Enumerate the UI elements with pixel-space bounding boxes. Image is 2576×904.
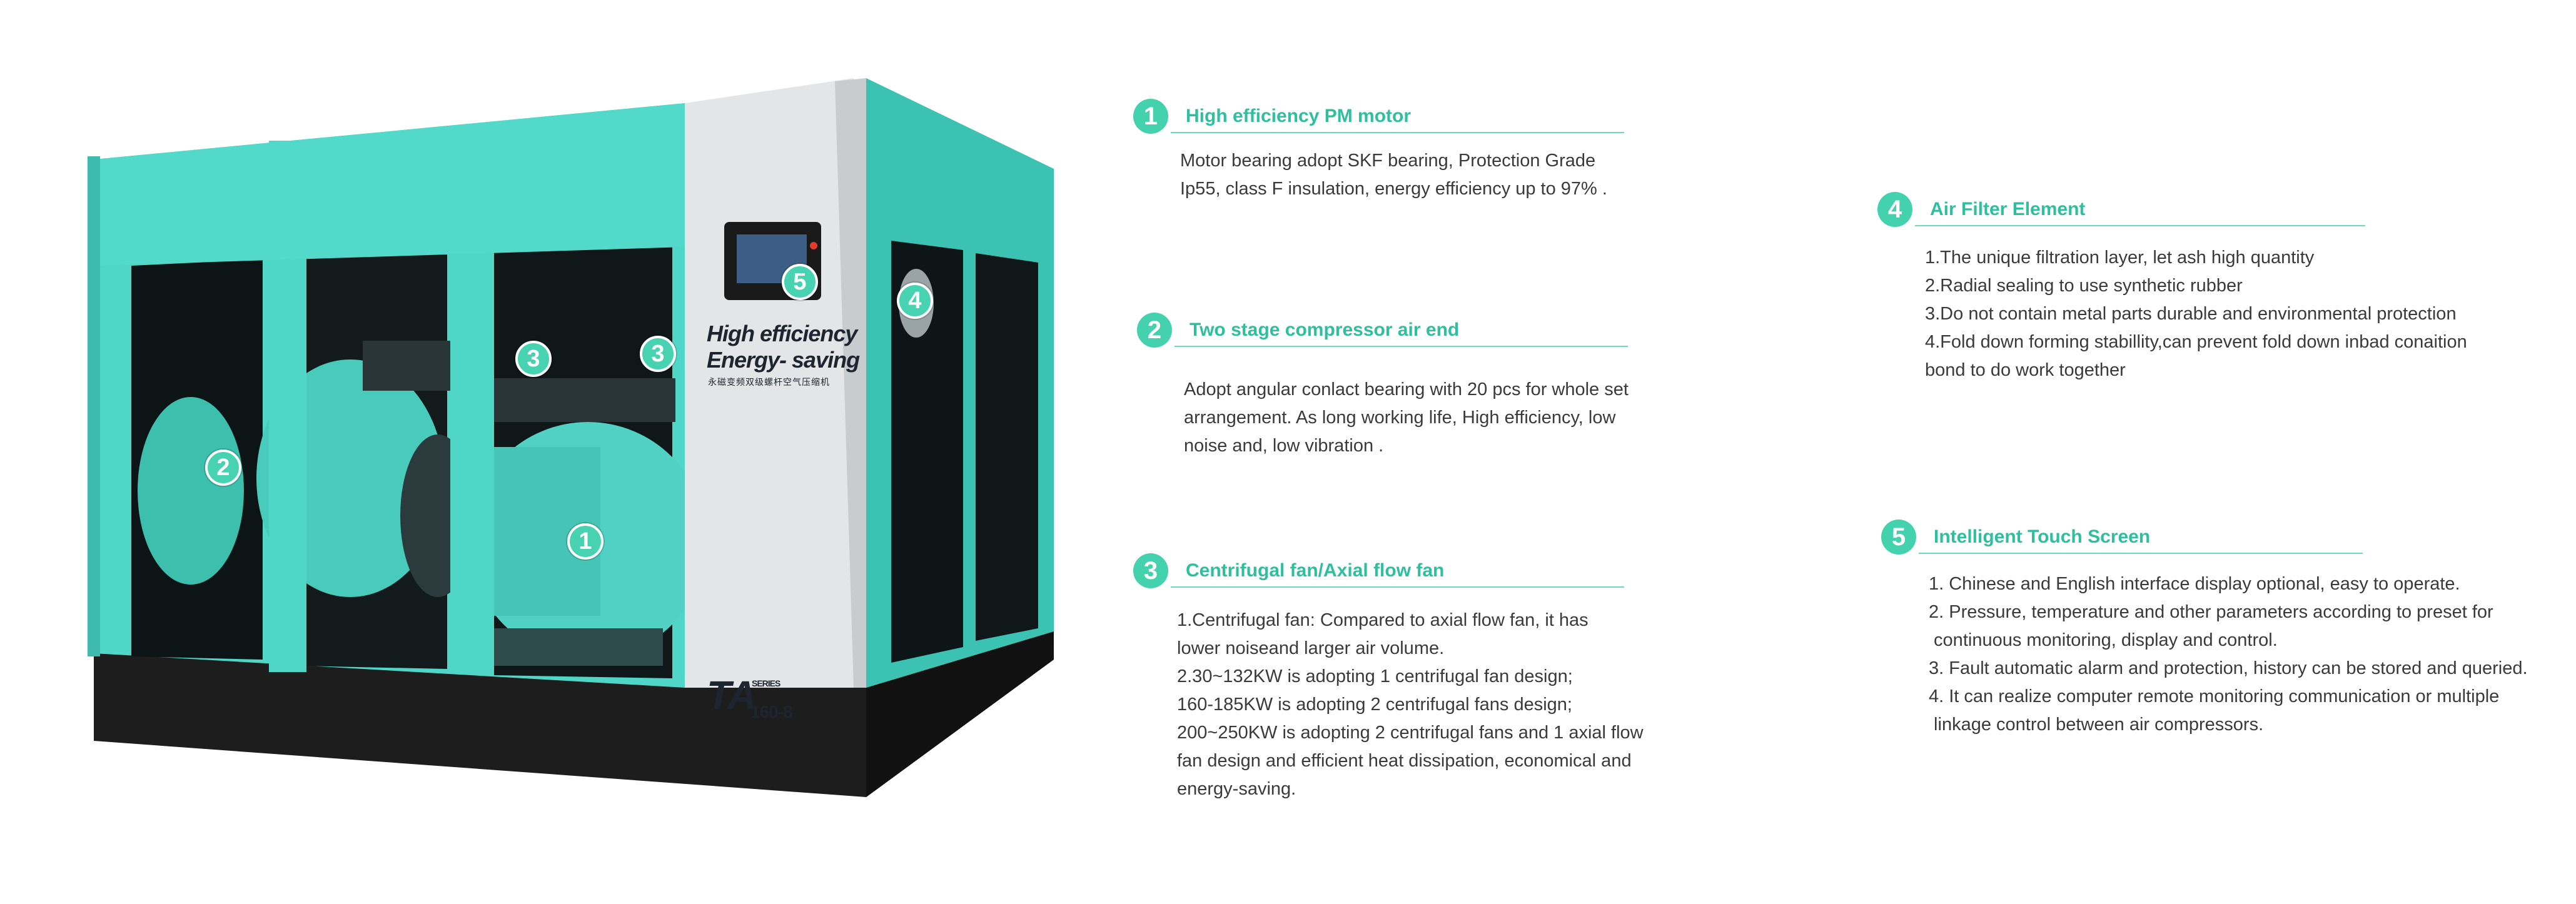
model-prefix: TA (707, 673, 757, 718)
feature-title: Intelligent Touch Screen (1934, 526, 2151, 547)
feature-underline (1919, 553, 2363, 554)
feature-header: 2 Two stage compressor air end (1137, 311, 1629, 349)
feature-touch-screen: 5 Intelligent Touch Screen 1. Chinese an… (1881, 518, 2528, 739)
description-line: noise and, low vibration . (1184, 436, 1384, 456)
feature-title: Air Filter Element (1930, 199, 2086, 219)
panel-slogan-line1: High efficiency (707, 321, 857, 346)
feature-description: Motor bearing adopt SKF bearing, Protect… (1180, 147, 1607, 203)
feature-title: Centrifugal fan/Axial flow fan (1186, 560, 1445, 581)
feature-header: 3 Centrifugal fan/Axial flow fan (1133, 551, 1644, 590)
marker-5-screen: 5 (782, 264, 818, 300)
description-line: 200~250KW is adopting 2 centrifugal fans… (1177, 723, 1644, 743)
feature-underline (1171, 132, 1624, 133)
feature-underline (1915, 225, 2365, 226)
description-line: 1.The unique filtration layer, let ash h… (1925, 248, 2315, 268)
feature-description: 1.The unique filtration layer, let ash h… (1925, 244, 2467, 384)
feature-description: 1. Chinese and English interface display… (1929, 570, 2528, 739)
description-line: 3.Do not contain metal parts durable and… (1925, 304, 2457, 324)
feature-title: Two stage compressor air end (1190, 319, 1460, 340)
description-line: 2.30~132KW is adopting 1 centrifugal fan… (1177, 666, 1573, 686)
compressor-drawing (88, 78, 1054, 797)
feature-underline (1171, 586, 1624, 588)
feature-number-badge: 2 (1137, 313, 1172, 348)
feature-title: High efficiency PM motor (1186, 106, 1412, 126)
feature-fan: 3 Centrifugal fan/Axial flow fan 1.Centr… (1133, 551, 1644, 803)
description-line: 3. Fault automatic alarm and protection,… (1929, 658, 2528, 678)
feature-header: 1 High efficiency PM motor (1133, 97, 1624, 136)
marker-2-air-end: 2 (205, 449, 241, 486)
feature-header: 5 Intelligent Touch Screen (1881, 518, 2528, 556)
feature-number-badge: 4 (1877, 192, 1912, 227)
description-line: Adopt angular conlact bearing with 20 pc… (1184, 379, 1629, 399)
marker-3-fan-left: 3 (515, 341, 552, 377)
description-line: 1. Chinese and English interface display… (1929, 574, 2460, 594)
marker-1-motor: 1 (567, 523, 604, 560)
feature-air-filter: 4 Air Filter Element 1.The unique filtra… (1877, 190, 2467, 384)
feature-pm-motor: 1 High efficiency PM motor Motor bearing… (1133, 97, 1624, 203)
panel-slogan-line2: Energy- saving (707, 347, 860, 373)
feature-underline (1174, 346, 1628, 347)
description-line: 2. Pressure, temperature and other param… (1929, 602, 2493, 622)
description-line: fan design and efficient heat dissipatio… (1177, 751, 1632, 771)
feature-number-badge: 1 (1133, 99, 1168, 134)
description-line: 4. It can realize computer remote monito… (1929, 686, 2500, 706)
description-line: Motor bearing adopt SKF bearing, Protect… (1180, 151, 1596, 171)
feature-number-badge: 5 (1881, 520, 1916, 555)
feature-number-badge: 3 (1133, 553, 1168, 588)
description-line: 2.Radial sealing to use synthetic rubber (1925, 276, 2243, 296)
description-line: continuous monitoring, display and contr… (1929, 630, 2278, 650)
description-line: arrangement. As long working life, High … (1184, 408, 1616, 428)
feature-header: 4 Air Filter Element (1877, 190, 2467, 229)
description-line: 4.Fold down forming stabillity,can preve… (1925, 332, 2467, 352)
description-line: bond to do work together (1925, 360, 2126, 380)
feature-description: Adopt angular conlact bearing with 20 pc… (1184, 376, 1629, 460)
description-line: linkage control between air compressors. (1929, 715, 2264, 735)
model-number: 160-8 (750, 702, 793, 721)
series-label: SERIES (752, 678, 780, 688)
description-line: energy-saving. (1177, 779, 1296, 799)
feature-air-end: 2 Two stage compressor air end Adopt ang… (1137, 311, 1629, 460)
marker-3-fan-right: 3 (640, 336, 676, 372)
panel-chinese-caption: 永磁变频双级螺杆空气压缩机 (708, 377, 830, 387)
marker-4-filter: 4 (897, 283, 933, 319)
description-line: lower noiseand larger air volume. (1177, 638, 1445, 658)
feature-description: 1.Centrifugal fan: Compared to axial flo… (1177, 606, 1644, 803)
description-line: 160-185KW is adopting 2 centrifugal fans… (1177, 695, 1572, 715)
description-line: Ip55, class F insulation, energy efficie… (1180, 179, 1607, 199)
compressor-illustration: High efficiency Energy- saving 永磁变频双级螺杆空… (88, 78, 1063, 803)
description-line: 1.Centrifugal fan: Compared to axial flo… (1177, 610, 1589, 630)
